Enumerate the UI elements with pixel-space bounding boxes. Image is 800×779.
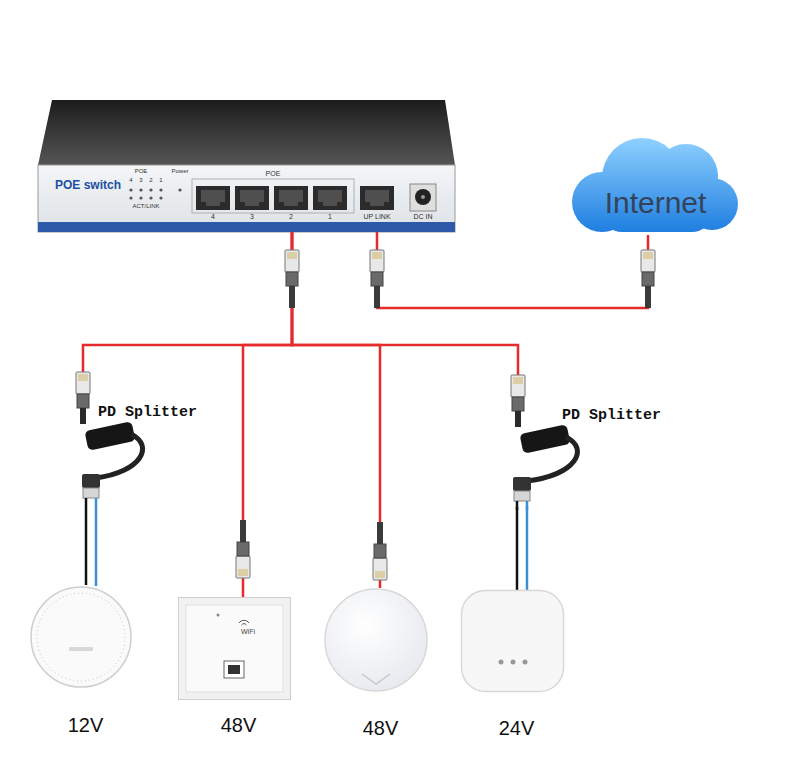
internet-cloud-shape <box>564 130 739 235</box>
access-point-shape <box>461 590 564 692</box>
ceiling-ap <box>31 587 131 687</box>
indicator-leds <box>129 188 181 199</box>
panel-label: 1 <box>328 213 332 220</box>
cable-connector <box>292 232 518 375</box>
cable-connector <box>377 232 648 308</box>
internet-cloud: Internet <box>564 130 747 235</box>
poe-switch: POE switch <box>38 100 461 232</box>
panel-label: POE <box>266 170 281 177</box>
node-text: 12V <box>29 713 142 737</box>
rj45-plug <box>370 250 384 308</box>
switch-top <box>38 100 455 165</box>
pd-splitter-shape <box>505 375 685 507</box>
switch-body <box>38 100 455 232</box>
panel-label: WiFi <box>241 628 255 635</box>
node-text: PD Splitter <box>562 407 691 425</box>
dc-jack <box>410 184 436 211</box>
cable-connector <box>516 507 519 590</box>
switch-front <box>38 165 455 232</box>
node-text: 48V <box>178 713 299 737</box>
pd-splitter <box>76 372 143 507</box>
node-text: 24V <box>461 716 572 740</box>
access-point-shape <box>324 588 429 692</box>
access-point: 48V <box>324 588 437 743</box>
node-text: POE switch <box>55 178 461 192</box>
switch-band <box>38 222 455 232</box>
panel-label: 3 <box>250 213 254 220</box>
poe-ports <box>192 179 354 213</box>
pd-splitter: PD Splitter <box>68 372 224 507</box>
panel-label: DC IN <box>413 213 432 220</box>
cable-connector <box>85 507 88 585</box>
cable-connector <box>292 232 380 588</box>
pd-splitter-shape <box>68 372 218 507</box>
panel-label: Power <box>171 168 188 174</box>
panel-label: 4 <box>211 213 215 220</box>
panel-label: 2 <box>289 213 293 220</box>
access-point-shape <box>178 597 291 700</box>
uplink-port <box>360 186 394 210</box>
dc-wire <box>526 507 529 590</box>
wall-panel-ap <box>179 598 291 700</box>
access-point: 24V <box>461 590 572 745</box>
access-point-shape <box>29 585 134 689</box>
dc-wire <box>95 507 98 586</box>
dome-ap <box>325 589 427 691</box>
rj45-plug <box>373 522 387 580</box>
node-text: Internet <box>564 186 747 220</box>
rj45-plug <box>285 250 299 308</box>
pd-splitter <box>511 375 577 510</box>
rj45-plug <box>236 520 250 578</box>
panel-label: 2 <box>149 177 152 183</box>
cable-connector <box>83 232 292 372</box>
rj45-plug <box>641 250 655 308</box>
panel-label: 4 <box>129 177 132 183</box>
access-point: 48V <box>178 597 299 742</box>
panel-label: ACT/LINK <box>132 203 159 209</box>
panel-label: UP LINK <box>363 213 390 220</box>
node-text: PD Splitter <box>98 404 224 422</box>
access-point: 12V <box>29 585 142 740</box>
pd-splitter: PD Splitter <box>505 375 691 507</box>
panel-label: 3 <box>139 177 142 183</box>
cable-connector <box>243 232 292 597</box>
panel-label: POE <box>135 168 148 174</box>
panel-label: 1 <box>159 177 162 183</box>
square-ap <box>462 591 564 692</box>
node-text: 48V <box>324 716 437 740</box>
